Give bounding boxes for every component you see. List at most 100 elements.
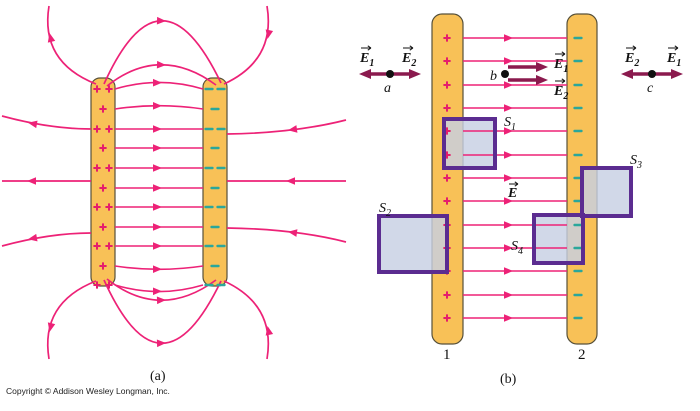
field-line-arrowhead: [504, 267, 513, 275]
plus-charge-symbol: [443, 34, 451, 42]
field-line-arrowhead: [504, 291, 513, 299]
gaussian-box-borders: [377, 117, 633, 274]
minus-charge-symbol: [204, 127, 214, 131]
plate-2-label: 2: [578, 347, 586, 363]
svg-text:E: E: [507, 186, 517, 201]
panel-a-field-line-diagram: (a): [1, 5, 347, 384]
surface-s2-label: S2: [379, 201, 391, 219]
plus-charge-symbol: [443, 197, 451, 205]
field-vector-label: E: [507, 181, 519, 201]
field-line-arrowhead: [504, 314, 513, 322]
plus-charge-symbol: [99, 105, 107, 113]
field-line-arrowhead: [504, 151, 513, 159]
point-c-group: E2 E1 c: [621, 45, 683, 96]
minus-charge-symbol: [573, 83, 583, 87]
panel-b-field-lines: [463, 34, 567, 322]
field-line-arrowhead: [153, 287, 162, 296]
minus-charge-symbol: [216, 244, 226, 248]
minus-charge-symbol: [573, 59, 583, 63]
point-c-label: c: [647, 81, 654, 96]
field-line-arrowhead: [153, 144, 162, 152]
vector-label-e2-at-c: E2: [624, 45, 639, 69]
minus-charge-symbol: [216, 205, 226, 209]
minus-charge-symbol: [216, 87, 226, 91]
field-line-arrowhead: [504, 174, 513, 182]
minus-charge-symbol: [573, 36, 583, 40]
panel-b-gaussian-surfaces-diagram: E1 E2 a E1 E2 b: [359, 13, 683, 387]
minus-charge-symbol: [210, 264, 220, 268]
svg-text:E2: E2: [553, 84, 568, 102]
surface-s3-border: [580, 166, 633, 218]
plus-charge-symbol: [99, 262, 107, 270]
point-c-dot: [648, 70, 656, 78]
field-line-arrowhead: [153, 102, 162, 110]
surface-s4-label: S4: [511, 239, 523, 257]
plus-charge-symbol: [99, 223, 107, 231]
minus-charge-symbol: [204, 283, 214, 287]
plus-charge-symbol: [443, 314, 451, 322]
field-line-arrowhead: [504, 34, 513, 42]
field-line-arrowhead: [153, 242, 162, 250]
plus-charge-symbol: [105, 164, 113, 172]
svg-text:E1: E1: [359, 51, 374, 69]
panel-b-caption: (b): [500, 372, 517, 387]
plus-charge-symbol: [99, 144, 107, 152]
minus-charge-symbol: [573, 223, 583, 227]
point-b-dot: [501, 70, 509, 78]
vector-label-e2-at-a: E2: [401, 45, 416, 69]
plus-charge-symbol: [93, 164, 101, 172]
point-a-group: E1 E2 a: [359, 45, 421, 96]
vector-label-e2-at-b: E2: [553, 78, 568, 102]
minus-charge-symbol: [573, 153, 583, 157]
plus-charge-symbol: [93, 281, 101, 289]
vector-label-e1-at-a: E1: [359, 45, 374, 69]
point-b-group: E1 E2 b: [490, 51, 568, 102]
field-line-arrowhead: [504, 104, 513, 112]
field-line-arrowhead: [504, 221, 513, 229]
surface-s1-label: S1: [504, 115, 516, 133]
field-line-arrowhead: [153, 265, 162, 273]
field-line-arrowhead: [504, 127, 513, 135]
minus-charge-symbol: [204, 205, 214, 209]
minus-charge-symbol: [573, 316, 583, 320]
minus-charge-symbol: [573, 293, 583, 297]
plus-charge-symbol: [443, 174, 451, 182]
field-line-arrowhead: [153, 223, 162, 231]
surface-s2-fill: [379, 216, 447, 272]
field-line-arrowhead: [153, 203, 162, 211]
surface-s3-label: S3: [630, 153, 642, 171]
field-line-arrowhead: [153, 125, 162, 133]
plus-charge-symbol: [443, 104, 451, 112]
field-line-arrowhead: [504, 81, 513, 89]
panel-a-interior-field-lines: [114, 78, 204, 296]
minus-charge-symbol: [210, 186, 220, 190]
point-a-dot: [386, 70, 394, 78]
plus-charge-symbol: [93, 203, 101, 211]
plus-charge-symbol: [93, 125, 101, 133]
vector-label-e1-at-b: E1: [553, 51, 568, 75]
minus-charge-symbol: [204, 244, 214, 248]
plus-charge-symbol: [105, 281, 113, 289]
plus-charge-symbol: [93, 242, 101, 250]
plus-charge-symbol: [93, 85, 101, 93]
point-a-label: a: [384, 81, 391, 96]
surface-s3-fill: [582, 168, 631, 216]
field-line-arrowhead: [153, 164, 162, 172]
surface-s1-border: [442, 117, 497, 170]
field-line-arrowhead: [504, 197, 513, 205]
minus-charge-symbol: [573, 106, 583, 110]
minus-charge-symbol: [204, 87, 214, 91]
gaussian-box-fills: [379, 119, 631, 272]
minus-charge-symbol: [210, 225, 220, 229]
plus-charge-symbol: [443, 81, 451, 89]
minus-charge-symbol: [573, 246, 583, 250]
minus-charge-symbol: [573, 129, 583, 133]
plus-charge-symbol: [443, 291, 451, 299]
minus-charge-symbol: [216, 283, 226, 287]
surface-s4-fill: [534, 215, 583, 263]
plate-1-label: 1: [443, 347, 451, 363]
panel-a-plates: [90, 77, 228, 287]
point-b-label: b: [490, 69, 497, 84]
minus-charge-symbol: [204, 166, 214, 170]
